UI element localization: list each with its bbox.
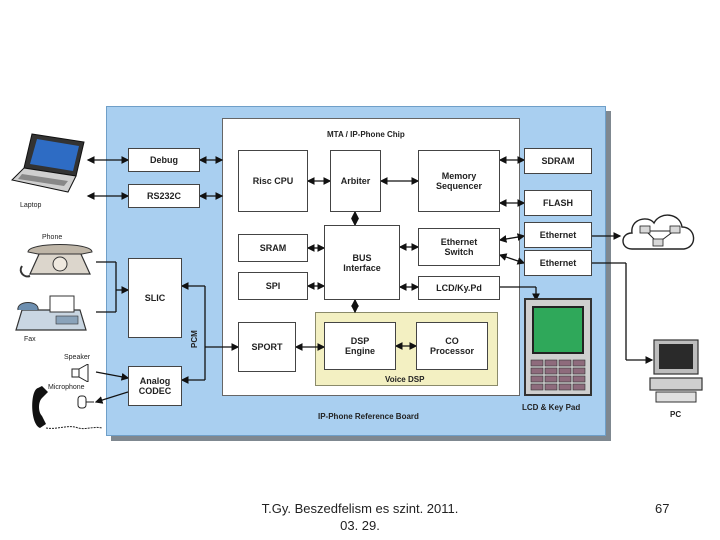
network-cloud-icon [622,214,695,250]
lcd-kypd-block: LCD/Ky.Pd [418,276,500,300]
spi-block: SPI [238,272,308,300]
ethernet-switch-block: Ethernet Switch [418,228,500,266]
keypad-icon [530,359,586,391]
voice-dsp-label: Voice DSP [385,375,425,384]
phone-label: Phone [42,234,63,241]
debug-block: Debug [128,148,200,172]
footer-text: T.Gy. Beszedfelism es szint. 2011. 03. 2… [240,500,480,534]
dsp-engine-block: DSP Engine [324,322,396,370]
lcd-keypad-device [524,298,592,396]
laptop-label: Laptop [20,202,42,209]
fax-label: Fax [24,336,36,343]
chip-title: MTA / IP-Phone Chip [327,130,405,139]
sdram-block: SDRAM [524,148,592,174]
risc-cpu-block: Risc CPU [238,150,308,212]
handset-icon [32,386,103,430]
page-number: 67 [655,501,670,516]
fax-icon [15,295,87,331]
footer-line-2: 03. 29. [340,518,380,533]
rs232c-block: RS232C [128,184,200,208]
arbiter-block: Arbiter [330,150,381,212]
memory-sequencer-block: Memory Sequencer [418,150,500,212]
pc-icon [649,339,703,403]
speaker-label: Speaker [64,354,91,361]
lcd-key-pad-label: LCD & Key Pad [522,403,581,412]
microphone-label: Microphone [48,384,85,391]
slic-block: SLIC [128,258,182,338]
flash-block: FLASH [524,190,592,216]
lcd-screen [532,306,584,354]
speaker-icon [71,364,89,382]
ethernet-port-1: Ethernet [524,222,592,248]
laptop-icon [10,133,85,193]
ethernet-port-2: Ethernet [524,250,592,276]
pcm-label: PCM [190,330,199,348]
sram-block: SRAM [238,234,308,262]
bus-interface-block: BUS Interface [324,225,400,300]
sport-block: SPORT [238,322,296,372]
board-caption: IP-Phone Reference Board [318,412,419,421]
footer-line-1: T.Gy. Beszedfelism es szint. 2011. [261,501,459,516]
microphone-icon [77,395,94,409]
pc-label: PC [670,410,682,419]
phone-icon [19,244,93,278]
co-processor-block: CO Processor [416,322,488,370]
analog-codec-block: Analog CODEC [128,366,182,406]
